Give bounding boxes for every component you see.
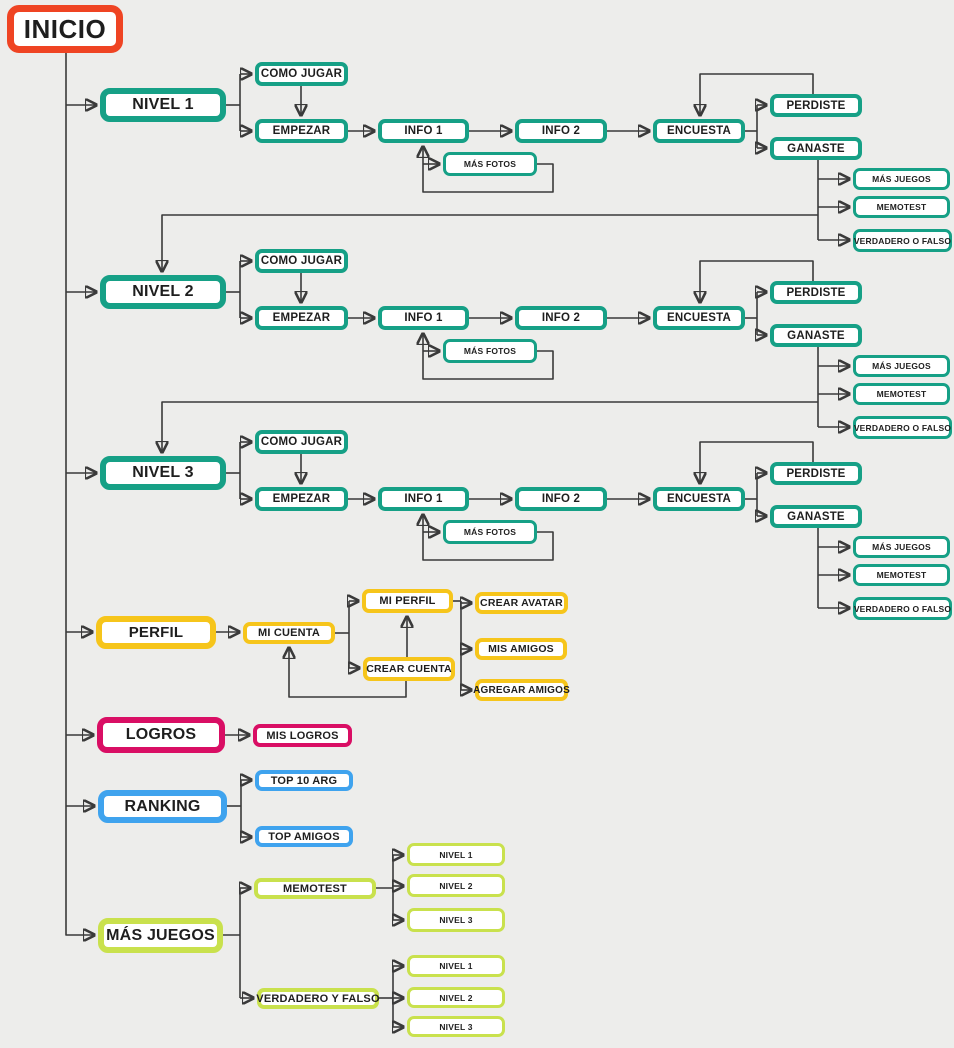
node-info2-1: INFO 2: [515, 119, 607, 143]
node-vyf-nivel-1: NIVEL 1: [407, 955, 505, 977]
node-ganaste-1: GANASTE: [770, 137, 862, 160]
node-ganaste-2: GANASTE: [770, 324, 862, 347]
node-perdiste-3: PERDISTE: [770, 462, 862, 485]
node-mas-fotos-3: MÁS FOTOS: [443, 520, 537, 544]
node-verdadero-o-falso-sub-2: VERDADERO O FALSO: [853, 416, 952, 439]
node-info2-3: INFO 2: [515, 487, 607, 511]
node-mas-juegos-sub-1: MÁS JUEGOS: [853, 168, 950, 190]
node-vyf-nivel-2: NIVEL 2: [407, 987, 505, 1008]
mas-juegos-connectors: [223, 855, 403, 1027]
node-memotest-nivel-1: NIVEL 1: [407, 843, 505, 866]
node-mi-cuenta: MI CUENTA: [243, 622, 335, 644]
node-verdadero-o-falso-sub-1: VERDADERO O FALSO: [853, 229, 952, 252]
node-empezar-3: EMPEZAR: [255, 487, 348, 511]
perfil-connectors: [216, 601, 471, 698]
node-como-jugar-3: COMO JUGAR: [255, 430, 348, 454]
node-verdadero-y-falso-game: VERDADERO Y FALSO: [256, 988, 380, 1009]
node-mas-juegos-sub-3: MÁS JUEGOS: [853, 536, 950, 558]
node-mas-juegos: MÁS JUEGOS: [98, 918, 223, 953]
node-memotest-sub-1: MEMOTEST: [853, 196, 950, 218]
node-top-amigos: TOP AMIGOS: [255, 826, 353, 847]
node-mis-logros: MIS LOGROS: [253, 724, 352, 747]
node-ranking: RANKING: [98, 790, 227, 823]
node-empezar-1: EMPEZAR: [255, 119, 348, 143]
node-nivel-2: NIVEL 2: [100, 275, 226, 309]
node-memotest-nivel-2: NIVEL 2: [407, 874, 505, 897]
node-logros: LOGROS: [97, 717, 225, 753]
node-agregar-amigos: AGREGAR AMIGOS: [473, 679, 570, 701]
node-nivel-3: NIVEL 3: [100, 456, 226, 490]
node-como-jugar-2: COMO JUGAR: [255, 249, 348, 273]
node-inicio: INICIO: [7, 5, 123, 53]
node-encuesta-3: ENCUESTA: [653, 487, 745, 511]
node-perdiste-1: PERDISTE: [770, 94, 862, 117]
node-nivel-1: NIVEL 1: [100, 88, 226, 122]
node-mas-fotos-2: MÁS FOTOS: [443, 339, 537, 363]
node-top-10-arg: TOP 10 ARG: [255, 770, 353, 791]
node-perfil: PERFIL: [96, 616, 216, 649]
node-memotest-sub-3: MEMOTEST: [853, 564, 950, 586]
node-encuesta-1: ENCUESTA: [653, 119, 745, 143]
node-crear-cuenta: CREAR CUENTA: [363, 657, 455, 681]
node-verdadero-o-falso-sub-3: VERDADERO O FALSO: [853, 597, 952, 620]
nivel2-connectors: [162, 261, 849, 452]
node-mis-amigos: MIS AMIGOS: [475, 638, 567, 660]
node-memotest-nivel-3: NIVEL 3: [407, 908, 505, 932]
node-memotest-game: MEMOTEST: [254, 878, 376, 899]
node-crear-avatar: CREAR AVATAR: [475, 592, 568, 614]
spine-connectors: [65, 53, 96, 935]
node-como-jugar-1: COMO JUGAR: [255, 62, 348, 86]
node-info2-2: INFO 2: [515, 306, 607, 330]
node-mas-juegos-sub-2: MÁS JUEGOS: [853, 355, 950, 377]
node-mas-fotos-1: MÁS FOTOS: [443, 152, 537, 176]
node-info1-2: INFO 1: [378, 306, 469, 330]
node-ganaste-3: GANASTE: [770, 505, 862, 528]
node-info1-3: INFO 1: [378, 487, 469, 511]
node-encuesta-2: ENCUESTA: [653, 306, 745, 330]
nivel3-connectors: [226, 442, 849, 608]
ranking-connectors: [227, 780, 251, 837]
node-mi-perfil: MI PERFIL: [362, 589, 453, 613]
nivel1-connectors: [162, 74, 849, 271]
node-empezar-2: EMPEZAR: [255, 306, 348, 330]
node-vyf-nivel-3: NIVEL 3: [407, 1016, 505, 1037]
node-perdiste-2: PERDISTE: [770, 281, 862, 304]
node-info1-1: INFO 1: [378, 119, 469, 143]
node-memotest-sub-2: MEMOTEST: [853, 383, 950, 405]
